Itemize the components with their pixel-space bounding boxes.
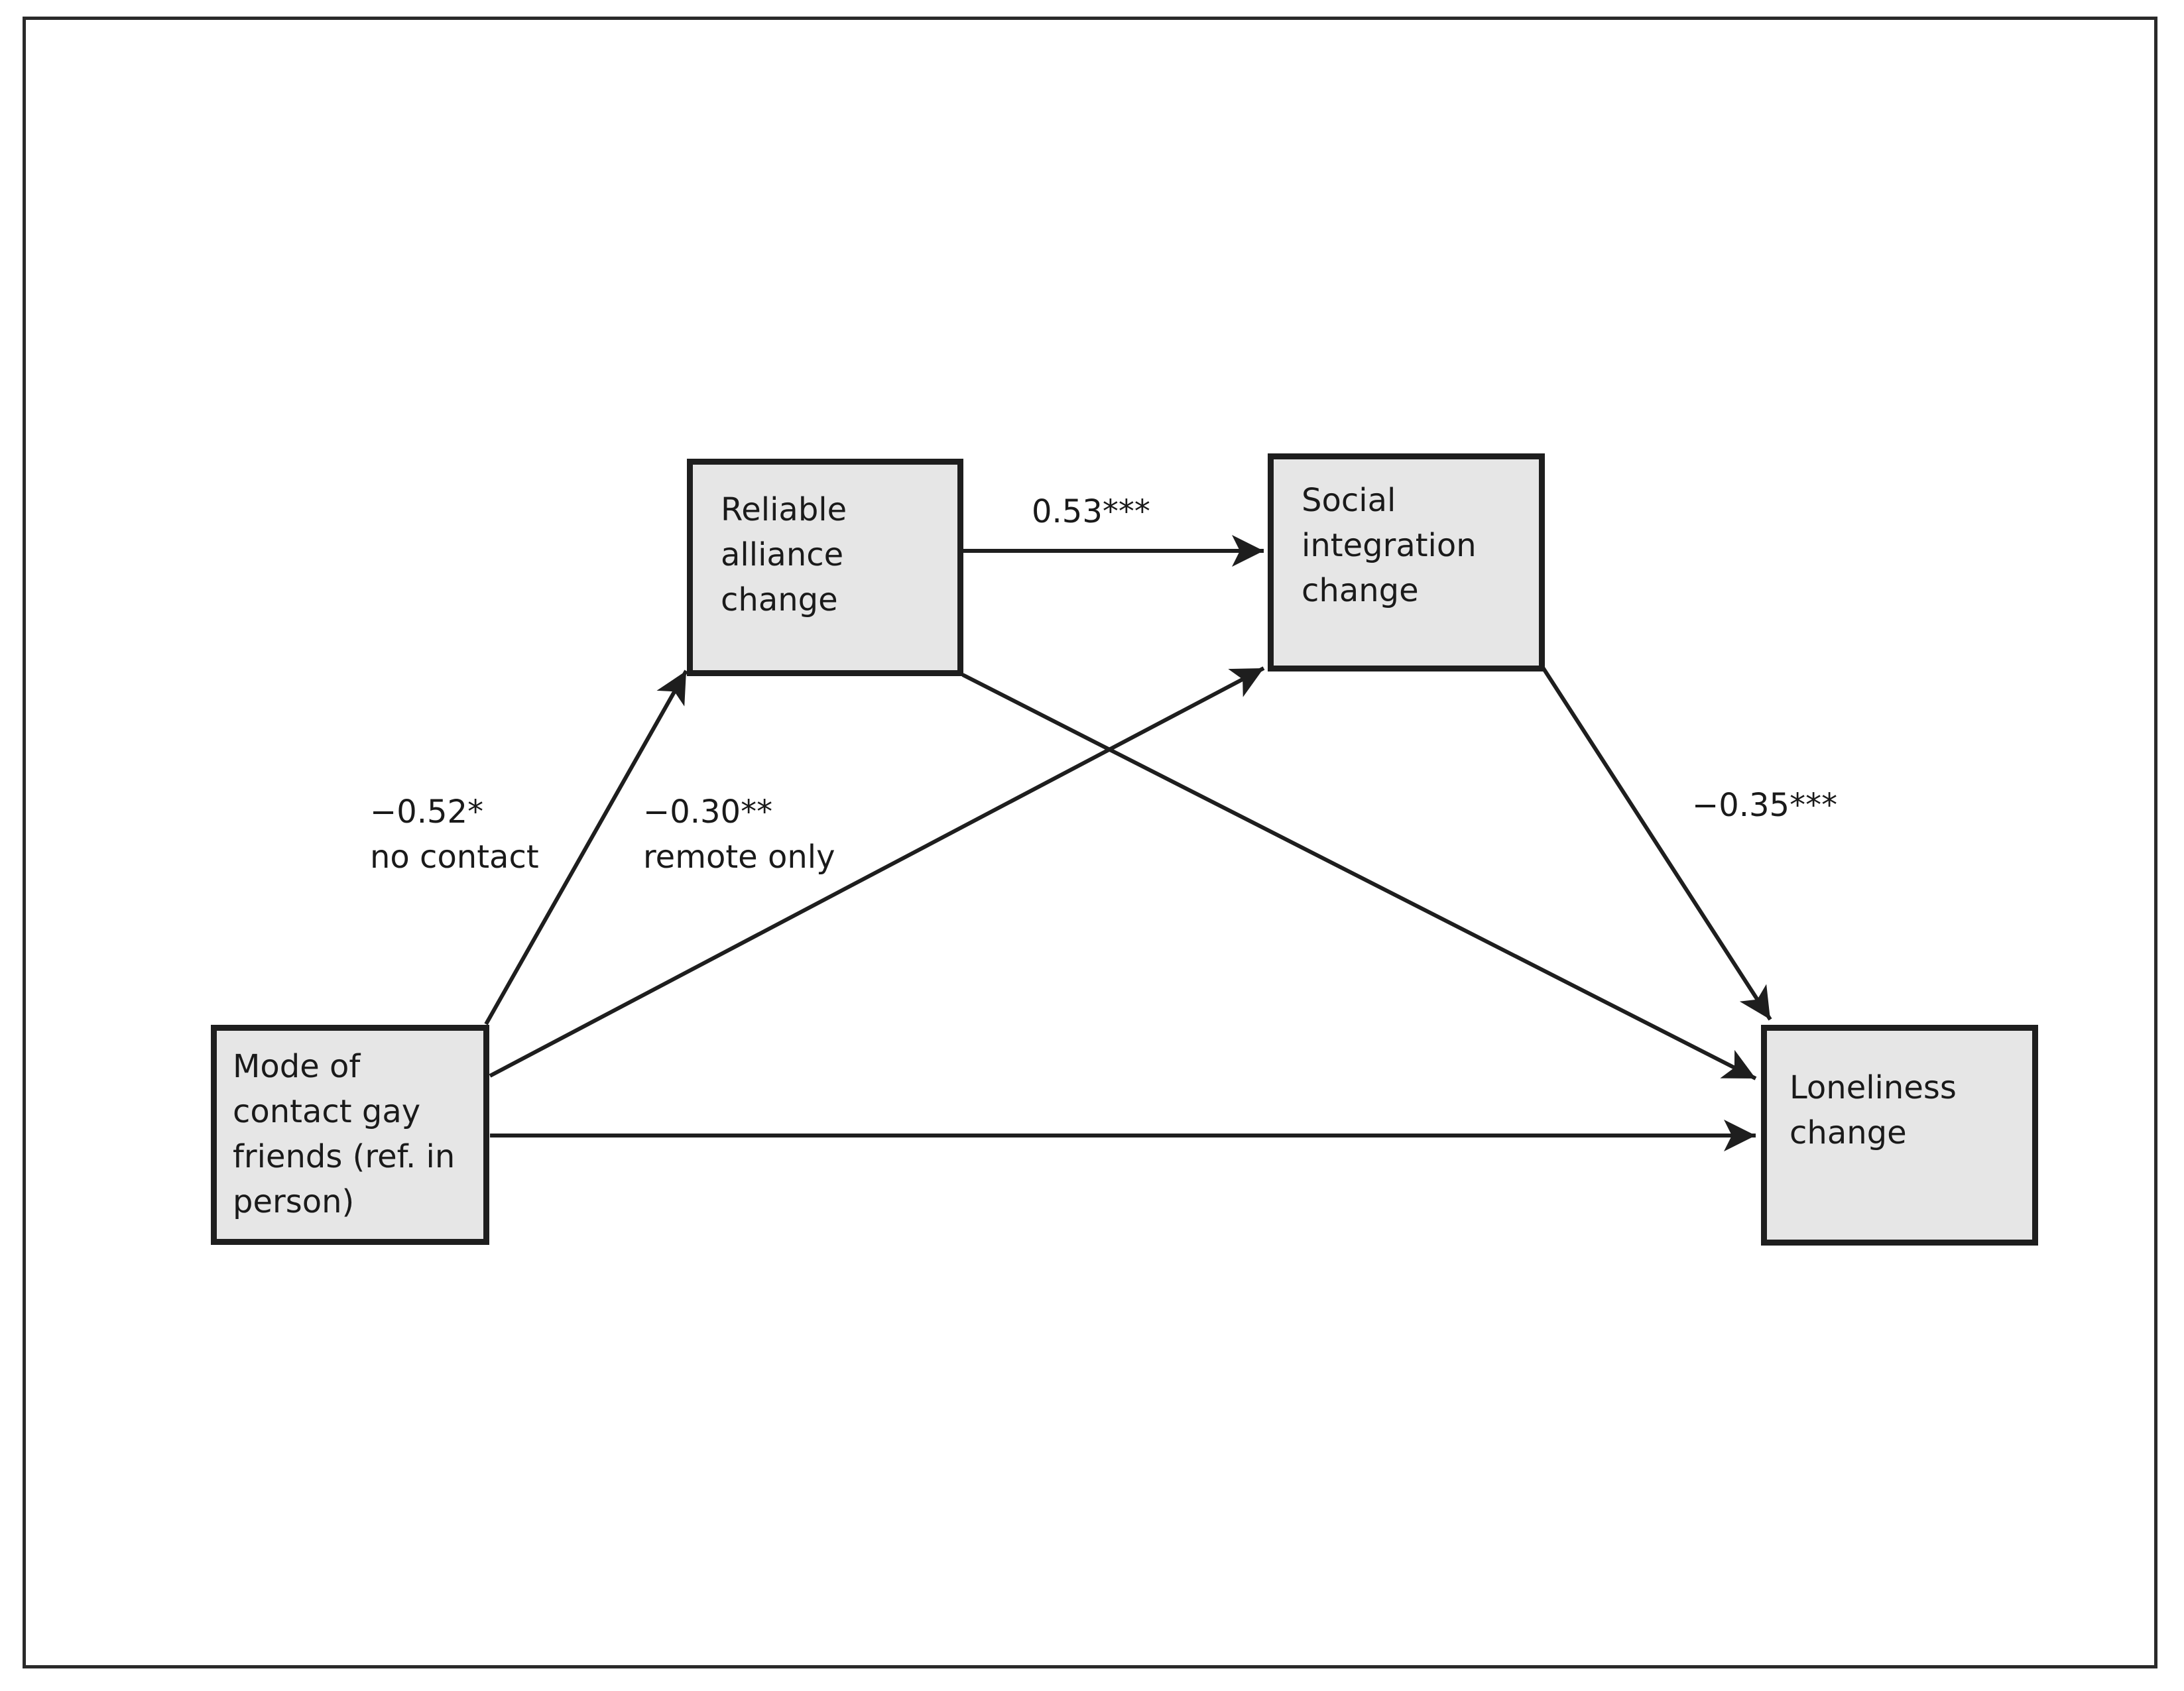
coef-reliable-to-social: 0.53*** [1032, 493, 1150, 530]
node-social-integration: Social integration change [1268, 453, 1545, 671]
figure-frame [23, 17, 2157, 1668]
coef-mode-to-social: −0.30** remote only [643, 793, 835, 876]
node-reliable-alliance-label: Reliable alliance change [721, 491, 847, 618]
arrow-mode-to-reliable [484, 670, 688, 1025]
coef-mode-to-reliable: −0.52* no contact [370, 793, 539, 876]
node-social-integration-label: Social integration change [1302, 482, 1477, 609]
node-mode-of-contact: Mode of contact gay friends (ref. in per… [211, 1025, 489, 1245]
arrow-social-to-loneliness [1541, 666, 1772, 1021]
node-reliable-alliance: Reliable alliance change [687, 459, 963, 676]
coef-social-to-loneliness: −0.35*** [1692, 787, 1838, 824]
node-mode-of-contact-label: Mode of contact gay friends (ref. in per… [233, 1048, 455, 1220]
node-loneliness-label: Loneliness change [1790, 1069, 1957, 1151]
node-loneliness: Loneliness change [1761, 1025, 2038, 1246]
arrow-reliable-to-loneliness [961, 673, 1757, 1080]
arrow-mode-to-social [489, 666, 1265, 1078]
